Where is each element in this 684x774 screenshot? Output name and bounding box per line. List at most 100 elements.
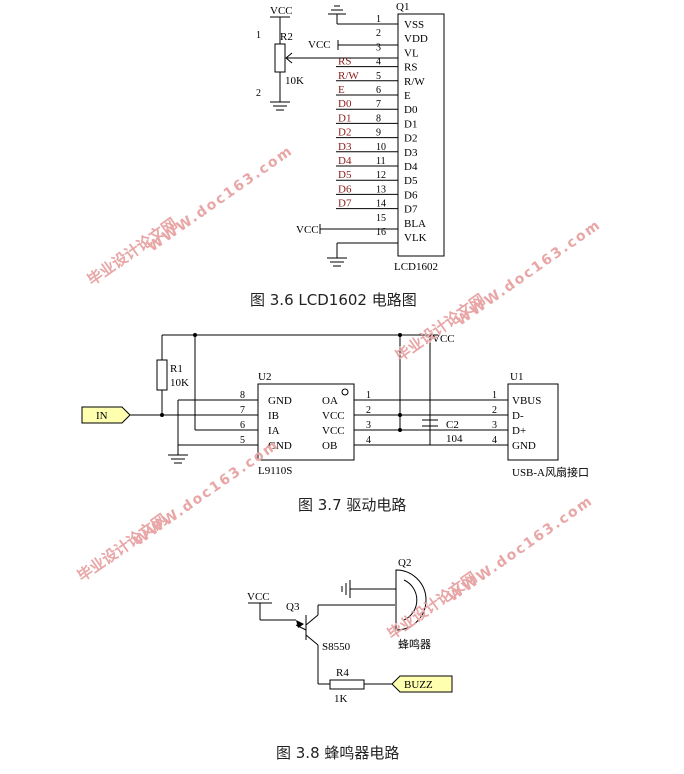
u2-left-pin-name: IB [268,410,279,422]
lcd-net-label: R/W [338,70,359,82]
buzz-label: BUZZ [404,679,433,691]
lcd-net-label: D1 [338,112,351,124]
u2-part: L9110S [258,465,292,477]
fig38-caption: 图 3.8 蜂鸣器电路 [276,744,399,762]
u2-right-pin-number: 3 [366,420,371,431]
lcd-pin-number: 3 [376,42,381,53]
c2-ref: C2 [446,419,459,431]
lcd-ref: Q1 [396,1,409,13]
lcd-pin-number: 12 [376,170,386,181]
u1-pin-name: GND [512,440,536,452]
lcd-pin-number: 15 [376,213,386,224]
lcd-pin-name: D0 [404,104,418,116]
lcd1602-body [397,13,445,257]
watermark-url-2: WWW.doc163.com [453,217,604,330]
u2-left-pin-name: IA [268,425,280,437]
r4-ref: R4 [336,667,349,679]
u2-left-pin-name: GND [268,395,292,407]
lcd-pin-number: 1 [376,14,381,25]
watermark-url-4: WWW.doc163.com [445,493,596,606]
lcd-pin-name: D5 [404,175,418,187]
q2-part: 蜂鸣器 [398,637,431,651]
u1-pin-number: 2 [492,405,497,416]
lcd-pin-name: D3 [404,147,418,159]
u2-right-pin-number: 4 [366,435,371,446]
u2-right-pin-name: OB [322,440,337,452]
vcc-label-buzzer: VCC [247,591,270,603]
u2-right-pin-number: 1 [366,390,371,401]
u2-right-pin-number: 2 [366,405,371,416]
fig38-buzzer-circuit: VCC Q3 S8550 Q2 蜂鸣器 R4 1K BUZZ 图 3.8 [247,557,453,762]
fig36-caption: 图 3.6 LCD1602 电路图 [250,291,417,309]
vcc-label-pin2: VCC [308,39,331,51]
lcd-pin-name: VL [404,47,419,59]
lcd-net-label: D7 [338,198,352,210]
fig37-caption: 图 3.7 驱动电路 [298,496,406,514]
u1-pin-name: D+ [512,425,526,437]
lcd-net-label: RS [338,56,351,68]
u1-ref: U1 [510,371,523,383]
lcd-pin-name: BLA [404,218,426,230]
u2-right-pin-name: OA [322,395,338,407]
buzz-net-label [391,675,453,693]
lcd-pin-number: 6 [376,85,381,96]
q3-part: S8550 [322,641,351,653]
usb-a-fan-connector [507,383,559,461]
vcc-label-pot: VCC [270,5,293,17]
lcd-pin-name: D2 [404,133,417,145]
r2-ref: R2 [280,31,293,43]
lcd-pin-name: VLK [404,232,427,244]
in-net-label [81,406,131,424]
lcd-pin-number: 7 [376,99,381,110]
watermark-url-3: WWW.doc163.com [131,437,282,550]
lcd-pin-name: D7 [404,204,418,216]
u2-left-pin-number: 7 [240,405,245,416]
lcd-pin-name: R/W [404,76,425,88]
lcd-pin-number: 9 [376,128,381,139]
lcd-part: LCD1602 [394,261,438,273]
pot-pin1: 1 [256,30,261,41]
lcd-pin-number: 5 [376,71,381,82]
lcd-pin-number: 10 [376,142,386,153]
u2-left-pin-number: 6 [240,420,245,431]
vcc-label-drive: VCC [432,333,455,345]
u1-pin-name: VBUS [512,395,541,407]
watermark-group: 毕业设计论文网 WWW.doc163.com 毕业设计论文网 WWW.doc16… [74,143,604,644]
lcd-pin-name: RS [404,62,417,74]
pot-pin2: 2 [256,88,261,99]
lcd-pin-number: 11 [376,156,386,167]
lcd-pin-name: E [404,90,411,102]
q3-ref: Q3 [286,601,300,613]
l9110s-body [257,383,355,461]
lcd-net-label: D2 [338,127,351,139]
u1-pin-name: D- [512,410,524,422]
lcd-pin-number: 4 [376,57,381,68]
u2-left-pin-number: 8 [240,390,245,401]
lcd-pin-name: D6 [404,189,418,201]
watermark-cn-1: 毕业设计论文网 [84,214,180,289]
u1-pin-number: 1 [492,390,497,401]
u2-ref: U2 [258,371,271,383]
r4-resistor [329,679,365,690]
r4-value: 1K [334,693,348,705]
in-label: IN [96,410,108,422]
u2-left-pin-name: GND [268,440,292,452]
lcd-pin-name: VDD [404,33,428,45]
u2-left-pin-number: 5 [240,435,245,446]
r1-resistor [156,359,168,391]
r2-value: 10K [285,75,304,87]
buzzer-body [395,569,427,631]
lcd-net-label: D5 [338,169,352,181]
lcd-pin-name: D4 [404,161,418,173]
lcd-pin-number: 16 [376,227,386,238]
c2-value: 104 [446,433,463,445]
lcd-pin-number: 2 [376,28,381,39]
lcd-net-label: D6 [338,183,352,195]
ground-symbol-top [328,5,398,25]
u2-right-pin-name: VCC [322,425,345,437]
u2-right-pin-name: VCC [322,410,345,422]
lcd-pin-name: D1 [404,118,417,130]
watermark-url-1: WWW.doc163.com [145,143,296,256]
